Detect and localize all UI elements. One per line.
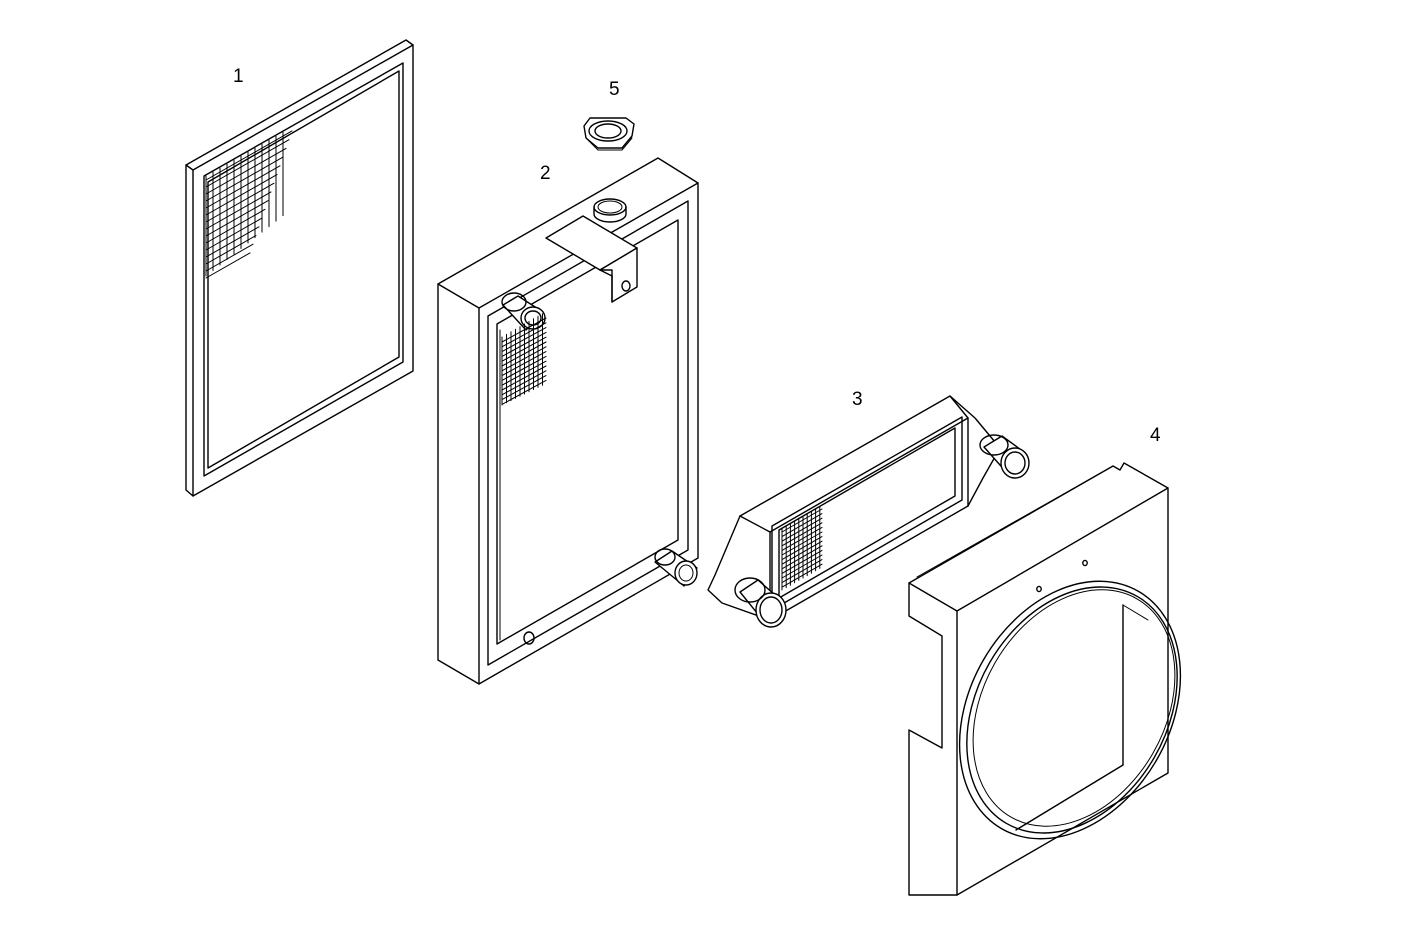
callout-2: 2: [540, 163, 551, 184]
part-3-core-mesh: [781, 505, 823, 591]
callout-1: 1: [233, 66, 244, 87]
part-3-intercooler: [707, 395, 1030, 628]
part-5-filler-cap: [583, 117, 635, 151]
part-4-fan-shroud: [908, 462, 1182, 896]
part-2-radiator: [437, 157, 699, 685]
callout-3: 3: [852, 389, 863, 410]
part-1-mesh-pattern: [205, 130, 293, 279]
part-1-mesh-screen: [185, 39, 414, 497]
part-2-core-mesh: [501, 313, 547, 406]
callout-5: 5: [609, 79, 620, 100]
callout-4: 4: [1150, 425, 1161, 446]
